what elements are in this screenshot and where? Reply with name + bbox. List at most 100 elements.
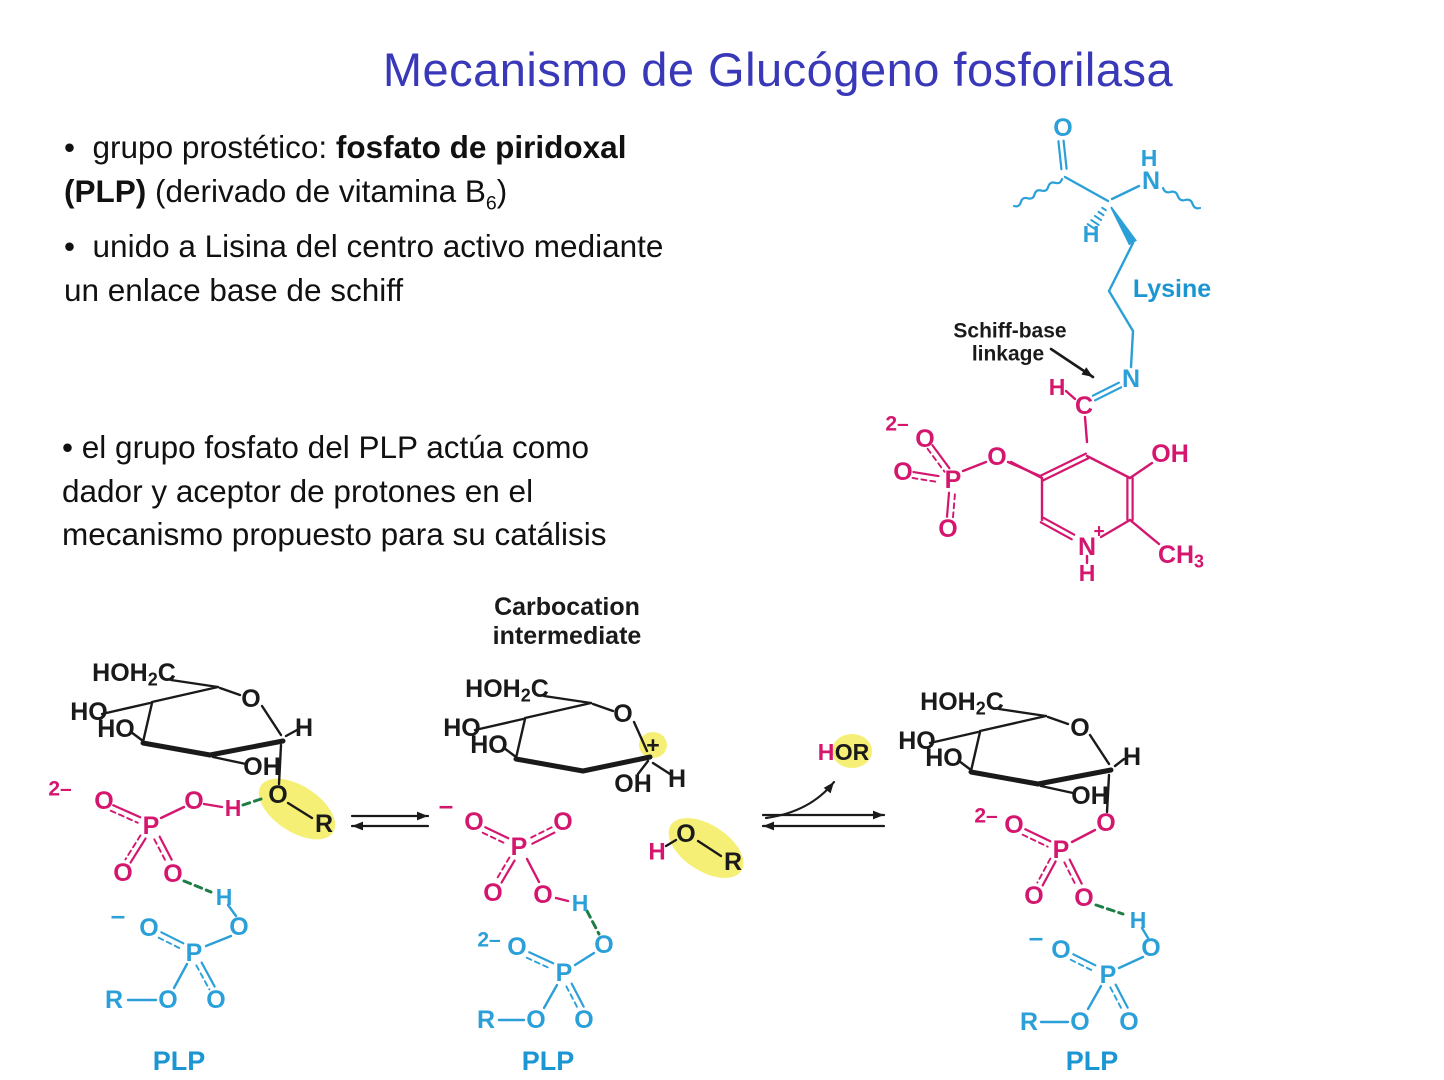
wavy-bond (1012, 177, 1064, 208)
wedge-bond (1110, 206, 1137, 246)
atom-label: O (268, 781, 287, 809)
bond (1113, 757, 1126, 768)
bond (570, 982, 585, 1008)
bond (1094, 386, 1123, 402)
bond (473, 717, 525, 732)
atom-label: + (1093, 522, 1104, 543)
atom-label: P (945, 466, 962, 494)
atom-label: R (724, 848, 742, 876)
bond (573, 951, 596, 967)
bond (481, 831, 507, 845)
bullet-text-segment: • grupo prostético: (64, 129, 336, 165)
bullet-text-segment: 6 (485, 191, 497, 214)
atom-label: 2– (477, 929, 501, 952)
bullet-text-segment: ) (496, 172, 508, 209)
bond (157, 936, 182, 950)
atom-label: O (1096, 809, 1115, 837)
atom-label: C (1075, 392, 1093, 420)
bond (1041, 860, 1057, 887)
atom-label-part: 2 (148, 669, 158, 689)
atom-label: R (315, 810, 333, 838)
atom-label: – (439, 790, 453, 820)
bond (241, 796, 266, 807)
bullet-text-segment: • el grupo fosfato del PLP actúa como (62, 429, 590, 465)
bond (961, 460, 988, 473)
bond (195, 964, 211, 991)
bond (1107, 241, 1135, 293)
atom-label: P (1100, 961, 1117, 989)
bond (1068, 858, 1083, 885)
bond (277, 743, 283, 786)
atom-label: H (648, 839, 665, 866)
arrowhead (417, 811, 428, 821)
bond (160, 931, 185, 945)
bullet-block-prosthetic-group: • grupo prostético: fosfato de piridoxal… (64, 126, 663, 312)
atom-label: P (143, 812, 160, 840)
atom-label: H (572, 890, 589, 916)
atom-label: O (139, 914, 158, 942)
bond (207, 738, 286, 758)
bond (1093, 214, 1103, 222)
atom-label: H (216, 884, 233, 910)
bond (1024, 828, 1052, 843)
bond (632, 720, 649, 753)
atom-label: PLP (1066, 1046, 1119, 1076)
bond (554, 896, 570, 903)
atom-label: HOH2C (465, 675, 549, 705)
atom-label: OH (243, 753, 281, 781)
bond (1129, 329, 1135, 369)
bond (182, 879, 213, 894)
curved-arrow (764, 780, 836, 820)
bond (1070, 828, 1097, 844)
atom-label: – (1029, 922, 1043, 952)
atom-label-part: C (158, 659, 176, 687)
slide-title: Mecanismo de Glucógeno fosforilasa (382, 43, 1174, 96)
atom-label: H (818, 739, 835, 765)
atom-label: R (105, 986, 123, 1014)
bond (1064, 389, 1077, 401)
bond (928, 730, 980, 745)
atom-label: O (594, 931, 613, 959)
bond (495, 856, 511, 881)
bond (140, 740, 213, 758)
bullet-text-segment: un enlace base de schiff (64, 271, 404, 308)
bond (997, 707, 1048, 718)
bond (528, 826, 553, 840)
highlight (668, 818, 744, 878)
bond (1086, 984, 1103, 1011)
bond (500, 859, 516, 884)
atom-label: H (1130, 907, 1147, 933)
atom-label: O (229, 913, 248, 941)
bond (1042, 516, 1076, 536)
bond (129, 837, 147, 864)
bond (1105, 773, 1111, 814)
atom-label: HOH2C (92, 659, 176, 689)
bullet-text-segment: • unido a Lisina del centro activo media… (64, 228, 664, 265)
bullet-line: (PLP) (derivado de vitamina B6) (64, 170, 663, 226)
bond (1063, 175, 1110, 203)
bond (912, 470, 940, 478)
bond (931, 444, 951, 470)
atom-label: O (1051, 936, 1070, 964)
atom-label: O (464, 808, 483, 836)
atom-label: N (1122, 365, 1140, 393)
bond (542, 694, 593, 705)
atom-label: O (1074, 884, 1093, 912)
arrowhead (763, 821, 774, 831)
bond (1062, 139, 1068, 170)
atom-label: + (646, 732, 659, 758)
atom-label: O (938, 515, 957, 543)
atom-label: O (158, 986, 177, 1014)
atom-label-part: 2 (521, 685, 531, 705)
bond (286, 801, 314, 820)
atom-label: O (1119, 1008, 1138, 1036)
bond (218, 686, 242, 697)
bond (1088, 733, 1111, 766)
bond (1046, 715, 1070, 726)
bond (1101, 206, 1107, 212)
atom-label: H (1049, 374, 1066, 400)
arrowhead (823, 782, 834, 794)
highlight (832, 734, 872, 768)
